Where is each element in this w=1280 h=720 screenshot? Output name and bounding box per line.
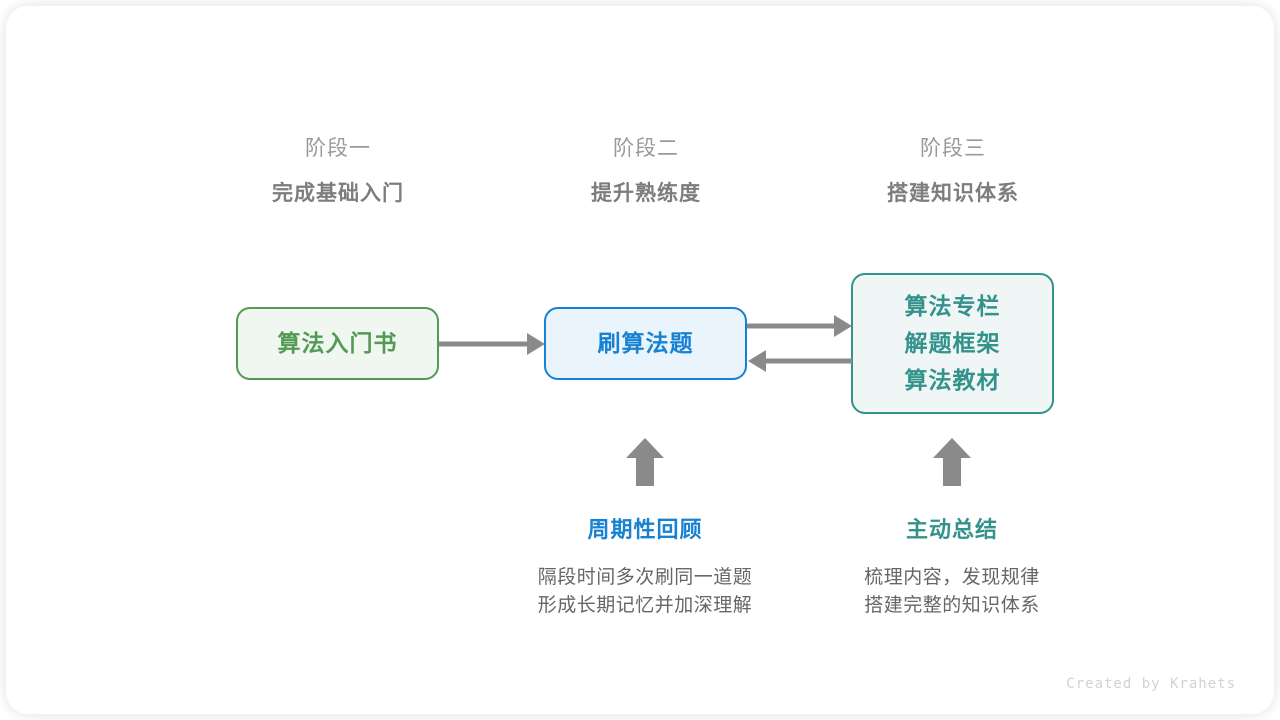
stage-header-3: 阶段三 搭建知识体系 bbox=[823, 134, 1083, 210]
credit-label: Created by Krahets bbox=[1066, 676, 1236, 692]
node-resources-line-1: 算法专栏 bbox=[904, 293, 1001, 319]
arrow-up-active-summary bbox=[933, 438, 971, 486]
stage-3-subtitle: 阶段三 bbox=[920, 137, 986, 160]
note-periodic-review-body-line-2: 形成长期记忆并加深理解 bbox=[537, 595, 753, 616]
node-algorithm-intro-book[interactable]: 算法入门书 bbox=[236, 307, 439, 380]
arrow-up-periodic-review bbox=[626, 438, 664, 486]
note-periodic-review-title: 周期性回顾 bbox=[587, 517, 703, 542]
note-active-summary-body-line-1: 梳理内容，发现规律 bbox=[864, 567, 1040, 588]
note-active-summary-title: 主动总结 bbox=[905, 517, 998, 542]
note-active-summary-body: 梳理内容，发现规律 搭建完整的知识体系 bbox=[802, 564, 1102, 620]
node-practice-problems[interactable]: 刷算法题 bbox=[544, 307, 747, 380]
diagram-canvas: 阶段一 完成基础入门 阶段二 提升熟练度 阶段三 搭建知识体系 算法入门书 刷算… bbox=[6, 6, 1274, 714]
note-periodic-review-body: 隔段时间多次刷同一道题 形成长期记忆并加深理解 bbox=[495, 564, 795, 620]
stage-2-subtitle: 阶段二 bbox=[613, 137, 679, 160]
note-active-summary-body-line-2: 搭建完整的知识体系 bbox=[864, 595, 1040, 616]
node-resources-line-3: 算法教材 bbox=[904, 367, 1001, 393]
node-practice-line-1: 刷算法题 bbox=[597, 330, 694, 356]
stage-2-title: 提升熟练度 bbox=[591, 182, 701, 205]
stage-3-title: 搭建知识体系 bbox=[887, 182, 1019, 205]
arrow-resources-to-practice bbox=[748, 350, 852, 372]
arrow-practice-to-resources bbox=[747, 315, 852, 337]
note-active-summary: 主动总结 梳理内容，发现规律 搭建完整的知识体系 bbox=[802, 514, 1102, 620]
node-resources-line-2: 解题框架 bbox=[904, 330, 1001, 356]
note-periodic-review-body-line-1: 隔段时间多次刷同一道题 bbox=[537, 567, 753, 588]
arrow-book-to-practice bbox=[439, 333, 545, 355]
stage-1-title: 完成基础入门 bbox=[272, 182, 404, 205]
stage-header-2: 阶段二 提升熟练度 bbox=[516, 134, 776, 210]
node-learning-resources[interactable]: 算法专栏 解题框架 算法教材 bbox=[851, 273, 1054, 414]
stage-header-1: 阶段一 完成基础入门 bbox=[208, 134, 468, 210]
note-periodic-review: 周期性回顾 隔段时间多次刷同一道题 形成长期记忆并加深理解 bbox=[495, 514, 795, 620]
node-book-line-1: 算法入门书 bbox=[277, 330, 398, 356]
stage-1-subtitle: 阶段一 bbox=[305, 137, 371, 160]
